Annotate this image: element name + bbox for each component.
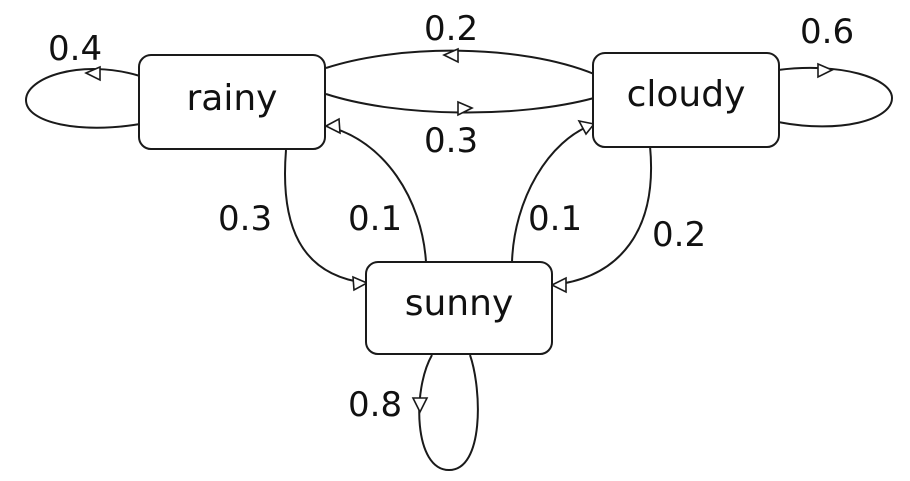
prob-label-rainy-cloudy: 0.3 xyxy=(424,121,478,161)
arrowhead-cloudy-sunny xyxy=(550,276,567,294)
transition-labels: 0.4 0.2 0.6 0.3 0.3 0.1 0.1 0.2 0.8 xyxy=(48,9,854,425)
prob-label-cloudy-rainy: 0.2 xyxy=(424,9,478,49)
arrowhead-sunny-sunny xyxy=(411,397,429,414)
state-label-sunny: sunny xyxy=(405,283,514,324)
state-box-cloudy xyxy=(592,52,780,148)
edge-cloudy-cloudy xyxy=(777,66,894,128)
edge-rainy-sunny xyxy=(284,149,367,284)
state-box-rainy xyxy=(138,54,326,150)
state-label-cloudy: cloudy xyxy=(627,74,746,115)
state-sunny: sunny xyxy=(365,261,553,355)
prob-label-cloudy-cloudy: 0.6 xyxy=(800,12,854,52)
edge-sunny-cloudy xyxy=(511,123,595,263)
prob-label-sunny-rainy: 0.1 xyxy=(348,199,402,239)
state-cloudy: cloudy xyxy=(592,52,780,148)
state-rainy: rainy xyxy=(138,54,326,150)
arrowhead-rainy-cloudy xyxy=(457,100,474,117)
edge-sunny-sunny xyxy=(418,354,479,472)
state-box-sunny xyxy=(365,261,553,355)
prob-label-cloudy-sunny: 0.2 xyxy=(652,215,706,255)
edge-cloudy-sunny xyxy=(551,145,652,286)
state-label-rainy: rainy xyxy=(187,78,278,119)
arrowhead-cloudy-rainy xyxy=(442,47,459,64)
arrowhead-sunny-cloudy xyxy=(577,119,596,136)
edge-rainy-rainy xyxy=(24,68,141,129)
arrowhead-cloudy-cloudy xyxy=(817,62,834,79)
arrowhead-rainy-rainy xyxy=(84,65,101,82)
edge-sunny-rainy xyxy=(325,125,427,263)
arrowheads xyxy=(84,47,834,414)
edge-cloudy-rainy xyxy=(325,49,595,75)
prob-label-rainy-sunny: 0.3 xyxy=(218,199,272,239)
arrowhead-rainy-sunny xyxy=(352,275,369,292)
prob-label-sunny-cloudy: 0.1 xyxy=(528,199,582,239)
prob-label-sunny-sunny: 0.8 xyxy=(348,385,402,425)
prob-label-rainy-rainy: 0.4 xyxy=(48,29,102,69)
arrowhead-sunny-rainy xyxy=(324,117,341,135)
